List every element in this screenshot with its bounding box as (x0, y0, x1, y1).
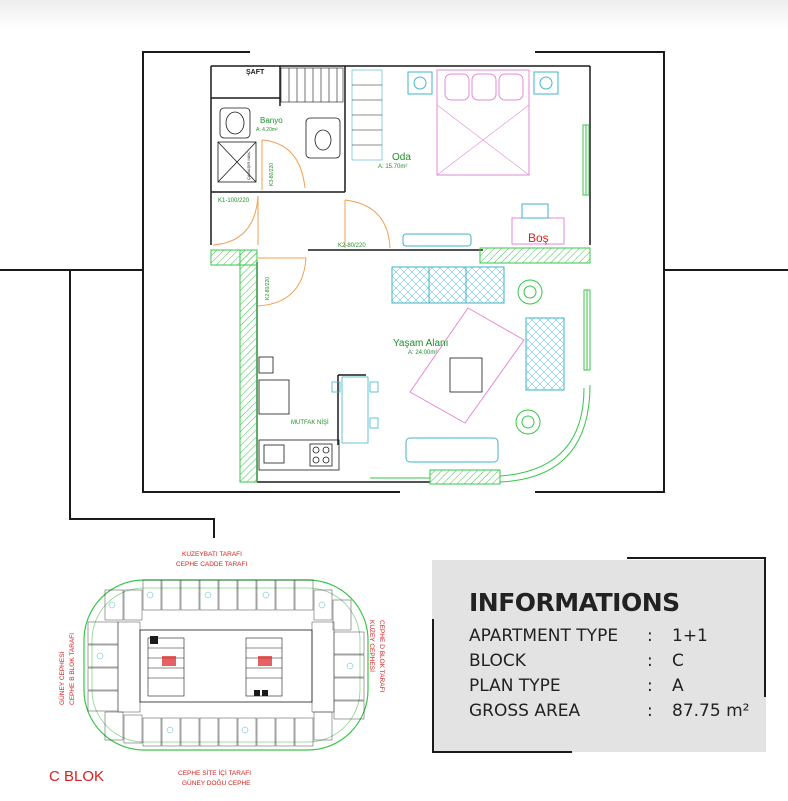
label-banyo: Banyo (260, 116, 283, 125)
block-label: C BLOK (49, 768, 105, 785)
plan-frame (0, 51, 788, 538)
hatched-walls (210, 247, 591, 485)
site-labels: KUZEYBATI TARAFI CEPHE CADDE TARAFI CEPH… (57, 551, 385, 787)
living-room-furniture (391, 266, 565, 463)
label-door-k1: K1-100/220 (218, 198, 250, 204)
site-label-east1: KUZEY CEPHESİ (368, 620, 377, 672)
label-door-k3: K3-80/220 (269, 163, 275, 186)
info-frame-top (627, 557, 766, 559)
label-yasam: Yaşam Alanı (393, 338, 448, 349)
info-separator: : (647, 651, 653, 671)
label-door-k4: K2-80/220 (265, 277, 271, 300)
site-label-south1: CEPHE SİTE İÇİ TARAFI (178, 768, 251, 777)
info-value: A (672, 676, 684, 696)
info-label: APARTMENT TYPE (469, 626, 619, 646)
info-value: 1+1 (672, 626, 708, 646)
windows (370, 124, 591, 483)
info-panel: INFORMATIONS APARTMENT TYPE : 1+1 BLOCK … (432, 560, 766, 752)
site-label-south2: GÜNEY DOĞU CEPHE (182, 778, 251, 787)
info-row-gross-area: GROSS AREA : 87.75 m² (469, 701, 759, 726)
info-title: INFORMATIONS (469, 588, 680, 617)
site-label-north1: KUZEYBATI TARAFI (182, 551, 242, 558)
info-separator: : (647, 676, 653, 696)
top-shade (0, 0, 788, 30)
info-value: C (672, 651, 684, 671)
info-value: 87.75 m² (672, 701, 750, 721)
doors (212, 139, 391, 307)
info-frame-bottom (432, 751, 572, 753)
label-oda: Oda (392, 152, 411, 163)
bedroom-furniture (402, 69, 565, 247)
site-label-east2: CEPHE D BLOK TARAFI (378, 620, 385, 693)
label-yasam-area: A: 24.00m² (408, 350, 437, 356)
info-separator: : (647, 626, 653, 646)
plan-labels: ŞAFT Banyo A: 4.20m² Oda A: 15.70m² Boş … (218, 69, 549, 426)
label-banyo-area: A: 4.20m² (256, 127, 278, 133)
label-oda-area: A: 15.70m² (378, 164, 407, 170)
info-label: PLAN TYPE (469, 676, 561, 696)
bathroom-fixtures (217, 107, 341, 183)
info-label: BLOCK (469, 651, 526, 671)
site-label-north2: CEPHE CADDE TARAFI (176, 561, 247, 568)
label-bos: Boş (528, 231, 549, 245)
info-row-plan-type: PLAN TYPE : A (469, 676, 759, 701)
label-mutfak: MUTFAK NİŞİ (291, 419, 329, 426)
label-saft: ŞAFT (246, 69, 265, 76)
info-label: GROSS AREA (469, 701, 581, 721)
label-door-k2: K2-80/220 (338, 243, 366, 249)
label-washer: ÇAMAŞIR MAK. (246, 151, 251, 180)
site-label-west2: CEPHE B BLOK TARAFI (69, 633, 76, 705)
info-frame-left (432, 619, 434, 753)
info-frame-right (764, 557, 766, 697)
info-row-block: BLOCK : C (469, 651, 759, 676)
stair-shaft (280, 67, 383, 161)
site-label-west1: GÜNEY CEPHESİ (57, 651, 66, 705)
info-row-apartment-type: APARTMENT TYPE : 1+1 (469, 626, 759, 651)
kitchen-furniture (258, 356, 379, 471)
site-plan (83, 579, 369, 751)
info-separator: : (647, 701, 653, 721)
